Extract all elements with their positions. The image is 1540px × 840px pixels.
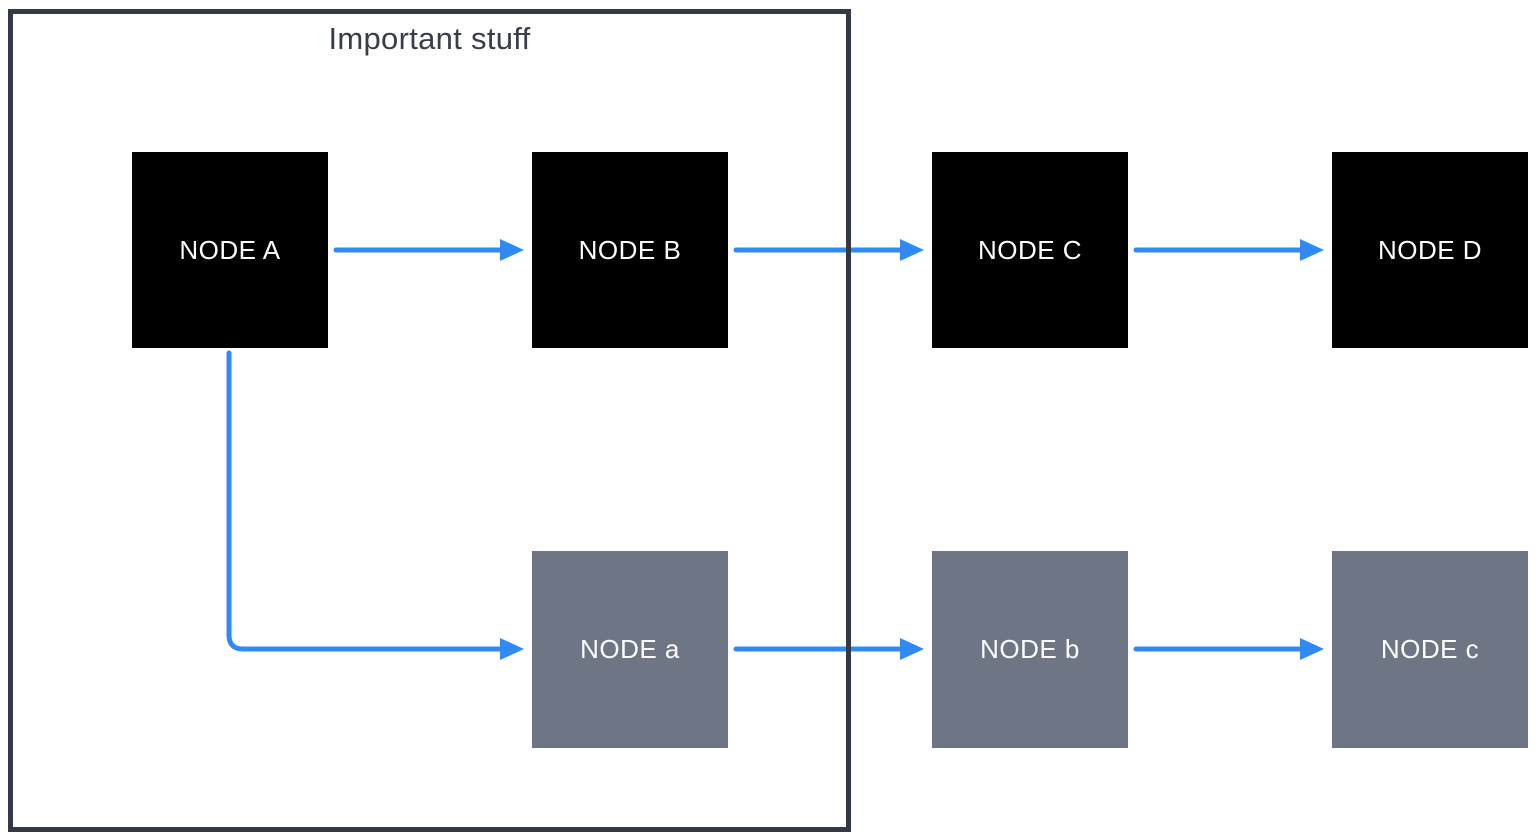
node-A-label: NODE A [179, 234, 281, 265]
node-C-label: NODE C [977, 234, 1083, 265]
group-title: Important stuff [328, 21, 531, 56]
node-C[interactable]: NODE C [932, 152, 1128, 348]
node-a-label: NODE a [580, 634, 680, 664]
node-a[interactable]: NODE a [532, 551, 728, 748]
node-B[interactable]: NODE B [532, 152, 728, 348]
node-c-label: NODE c [1380, 634, 1480, 664]
node-c[interactable]: NODE c [1332, 551, 1528, 748]
node-D[interactable]: NODE D [1332, 152, 1528, 348]
node-b[interactable]: NODE b [932, 551, 1128, 748]
node-B-label: NODE B [578, 234, 682, 265]
node-b-label: NODE b [980, 634, 1080, 664]
edge-nodeA-to-nodea[interactable] [226, 350, 524, 660]
node-D-label: NODE D [1377, 234, 1483, 265]
group-important-stuff[interactable]: Important stuff [8, 9, 851, 832]
node-A[interactable]: NODE A [132, 152, 328, 348]
